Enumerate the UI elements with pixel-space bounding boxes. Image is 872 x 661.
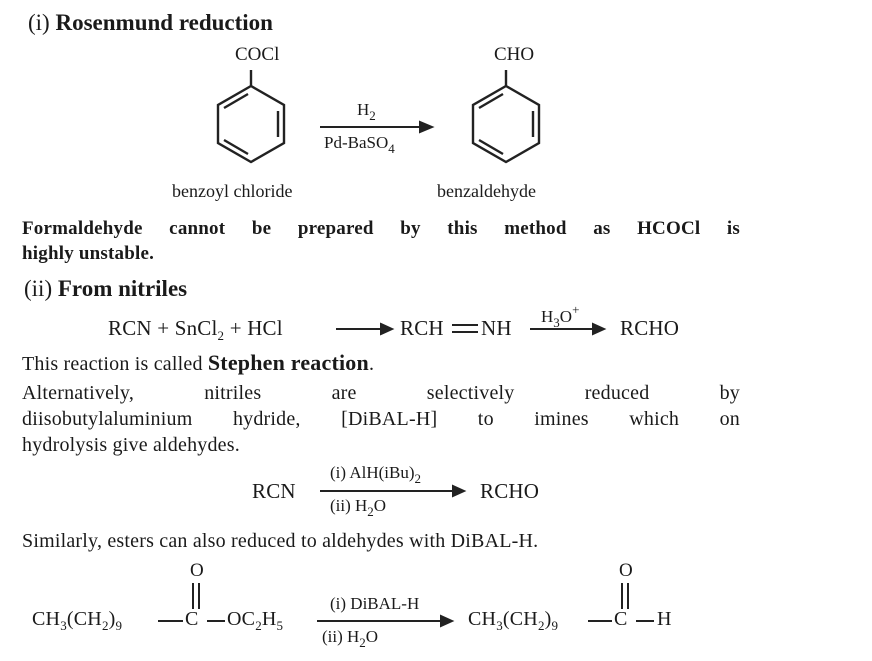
note-line-2: highly unstable. [22, 243, 155, 264]
stephen-arrow-label: H3O+ [541, 302, 580, 330]
aldehyde-carbon: C [614, 608, 628, 630]
esters-sentence: Similarly, esters can also reduced to al… [22, 530, 539, 552]
stephen-equation-left: RCN + SnCl2 + HCl [108, 316, 283, 343]
aldehyde-alkyl-chain: CH3(CH2)9 [468, 608, 559, 633]
product-name: benzaldehyde [437, 181, 536, 201]
section-heading-nitriles: (ii) From nitriles [24, 276, 187, 302]
dibal-line-1: Alternatively, nitriles are selectively … [22, 382, 740, 404]
dibal-product: RCHO [480, 479, 540, 503]
benzene-ring-reactant [216, 70, 286, 164]
note-line-1: Formaldehyde cannot be prepared by this … [22, 218, 740, 239]
intermediate-rch: RCH [400, 316, 444, 340]
reactant-group-label: COCl [235, 44, 280, 65]
aldehyde-carbonyl-o: O [619, 560, 633, 581]
dibal-reagent-top: (i) AlH(iBu)2 [330, 463, 422, 486]
benzene-ring-product [471, 70, 541, 164]
reagent-top: H2 [357, 100, 376, 123]
section-title: From nitriles [57, 276, 188, 301]
ester-reagent-bottom: (ii) H2O [322, 627, 379, 650]
reactant-name: benzoyl chloride [172, 181, 293, 201]
dibal-reagent-bottom: (ii) H2O [330, 496, 387, 519]
section-title: Rosenmund reduction [55, 10, 273, 35]
stephen-called: This reaction is called Stephen reaction… [22, 350, 375, 375]
dibal-line-2: diisobutylaluminium hydride, [DiBAL-H] t… [22, 408, 740, 430]
ester-alkoxy: OC2H5 [227, 608, 284, 633]
product-group-label: CHO [494, 44, 535, 65]
section-number: (ii) [24, 276, 53, 301]
reagent-bottom: Pd-BaSO4 [324, 133, 395, 156]
stephen-product: RCHO [620, 316, 680, 340]
ester-carbon: C [185, 608, 199, 630]
intermediate-nh: NH [481, 316, 512, 340]
ester-reagent-top: (i) DiBAL-H [330, 594, 420, 613]
aldehyde-hydrogen: H [657, 608, 672, 630]
ester-alkyl-chain: CH3(CH2)9 [32, 608, 123, 633]
dibal-reactant: RCN [252, 479, 296, 503]
section-heading-rosenmund: (i) Rosenmund reduction [28, 10, 273, 36]
reaction-arrow [320, 120, 435, 134]
ester-carbonyl-o: O [190, 560, 204, 581]
dibal-line-3: hydrolysis give aldehydes. [22, 434, 240, 456]
section-number: (i) [28, 10, 50, 35]
